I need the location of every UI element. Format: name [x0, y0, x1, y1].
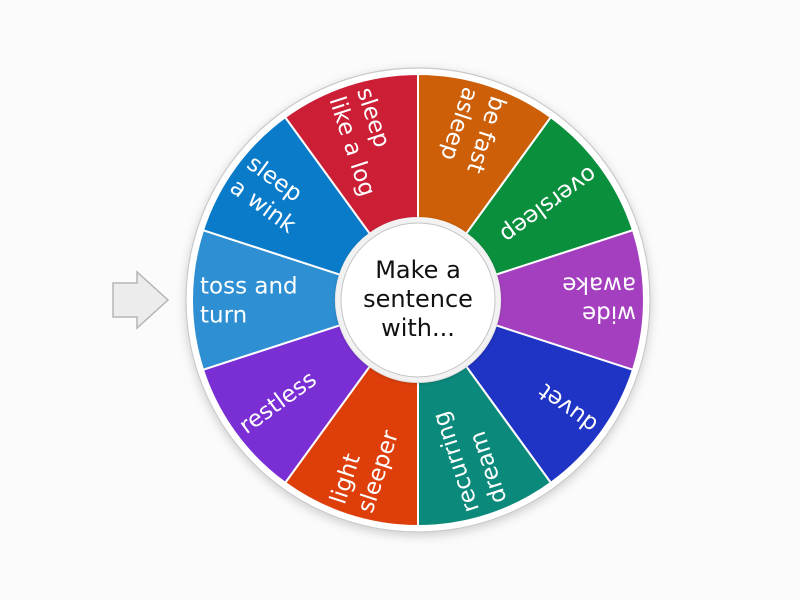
segment-label-line: turn	[200, 303, 247, 329]
wheel-segment-label: wide awake	[562, 272, 636, 327]
wheel-segment-label: toss and turn	[200, 274, 298, 329]
center-text-line-3: with...	[381, 314, 455, 342]
center-text-line-1: Make a	[375, 256, 461, 284]
segment-label-line: toss and	[200, 274, 298, 300]
segment-label-line: awake	[562, 272, 636, 298]
center-text-line-2: sentence	[363, 285, 473, 313]
pointer-arrow-icon	[112, 270, 170, 330]
wheel-hub[interactable]	[340, 222, 496, 378]
segment-label-line: wide	[582, 301, 636, 327]
